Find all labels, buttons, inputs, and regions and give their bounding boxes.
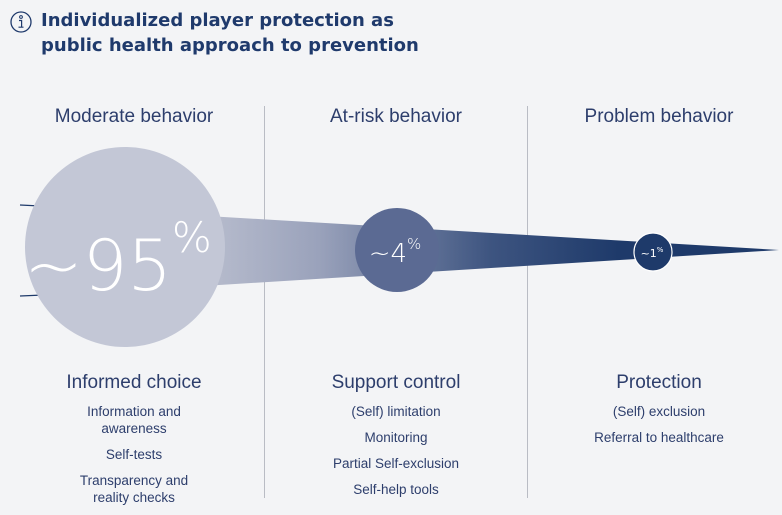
stage-heading-moderate: Moderate behavior <box>54 106 214 127</box>
stage-footer-at-risk: Support control (Self) limitation Monito… <box>266 372 526 507</box>
list-item: Transparency and reality checks <box>79 473 189 505</box>
unit-at-risk: % <box>407 235 421 253</box>
stage-heading-at-risk: At-risk behavior <box>330 106 462 127</box>
list-item: Monitoring <box>364 430 428 445</box>
footer-title-informed-choice: Informed choice <box>66 372 202 393</box>
list-item: Self-help tools <box>353 482 439 497</box>
list-item: Partial Self-exclusion <box>332 456 460 471</box>
column-divider-1 <box>264 106 265 498</box>
list-item: (Self) exclusion <box>612 404 706 419</box>
unit-moderate: % <box>172 213 212 262</box>
circle-at-risk <box>355 208 439 292</box>
value-moderate: ~95% <box>24 213 212 307</box>
page-title: Individualized player protection as publ… <box>41 10 419 56</box>
funnel-wedge <box>140 212 779 290</box>
info-icon <box>10 11 32 33</box>
stage-footer-problem: Protection (Self) exclusion Referral to … <box>529 372 782 455</box>
circle-moderate <box>25 147 225 347</box>
value-at-risk: ~4% <box>369 235 422 269</box>
stage-heading-problem: Problem behavior <box>584 106 734 127</box>
column-divider-2 <box>527 106 528 498</box>
circle-problem <box>633 232 673 272</box>
value-problem: ~1% <box>641 246 664 260</box>
header: Individualized player protection as publ… <box>10 8 461 58</box>
stage-footer-moderate: Informed choice Information and awarenes… <box>4 372 264 515</box>
footer-title-support-control: Support control <box>331 372 461 393</box>
footer-title-protection: Protection <box>616 372 702 393</box>
unit-problem: % <box>657 246 664 254</box>
list-item: Information and awareness <box>87 404 181 436</box>
list-item: Self-tests <box>105 447 163 462</box>
list-item: (Self) limitation <box>351 404 441 419</box>
list-item: Referral to healthcare <box>594 430 724 445</box>
